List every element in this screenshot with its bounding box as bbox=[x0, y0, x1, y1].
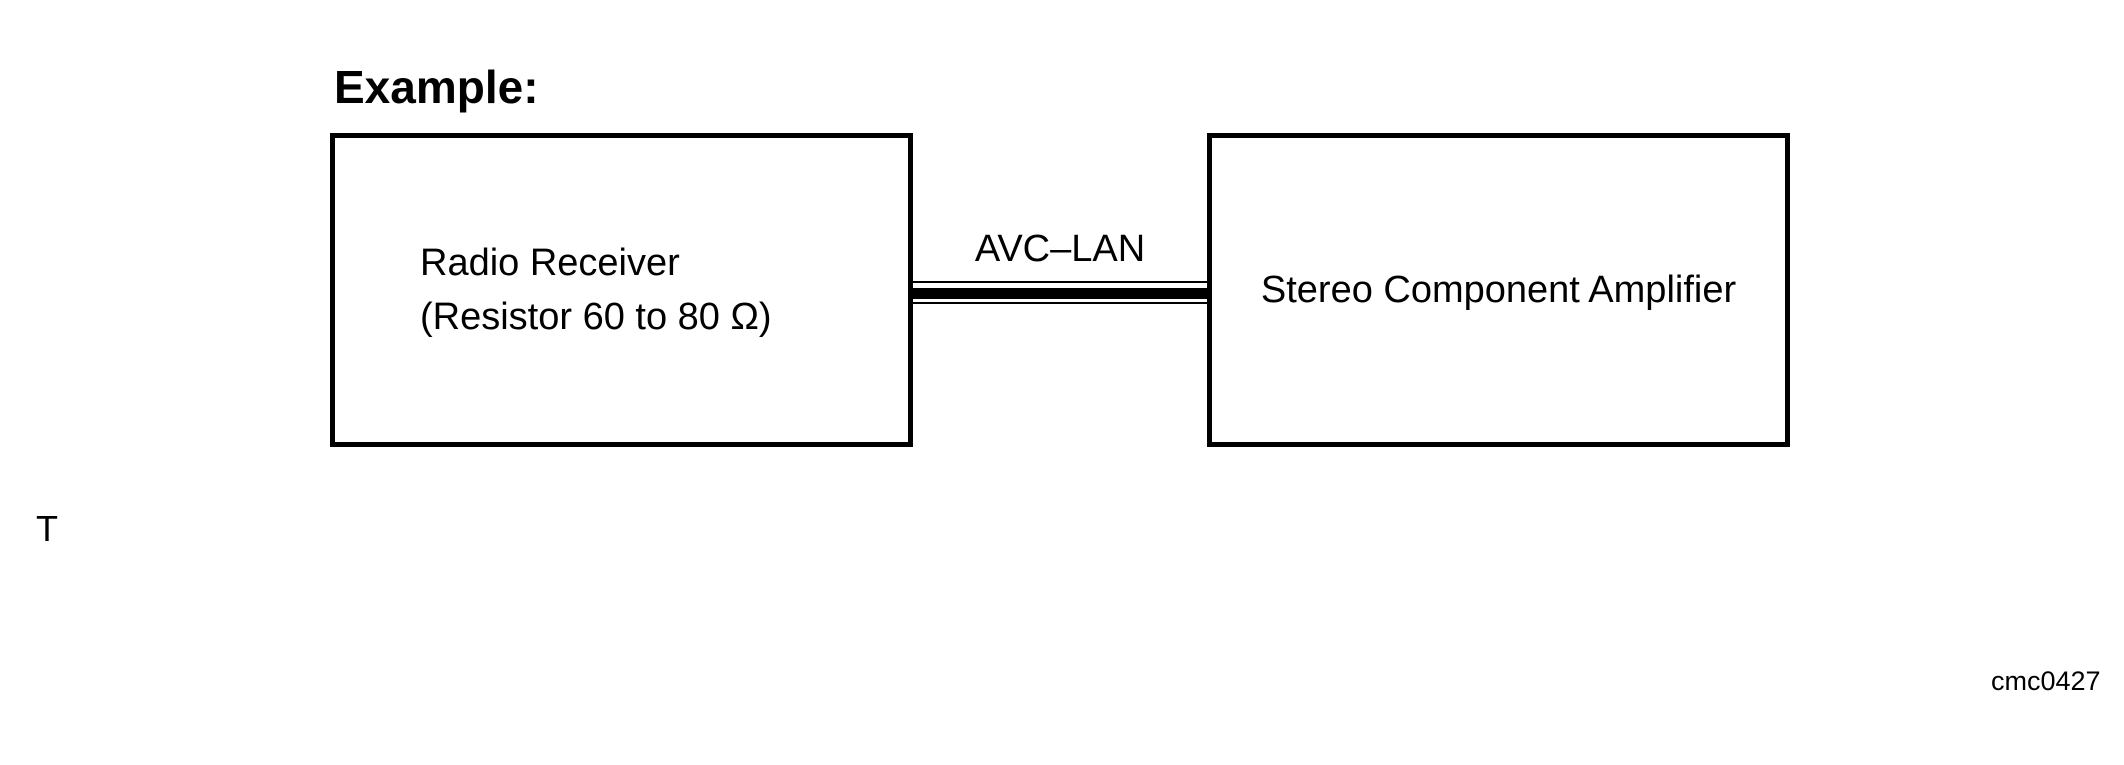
radio-receiver-label: Radio Receiver (Resistor 60 to 80 Ω) bbox=[335, 236, 772, 344]
bus-line-top bbox=[913, 281, 1207, 283]
radio-receiver-label-line1: Radio Receiver bbox=[420, 242, 680, 284]
radio-receiver-label-line2: (Resistor 60 to 80 Ω) bbox=[420, 296, 772, 338]
radio-receiver-box: Radio Receiver (Resistor 60 to 80 Ω) bbox=[330, 133, 913, 447]
bus-line-bottom bbox=[913, 302, 1207, 304]
bus-line-main bbox=[913, 288, 1207, 299]
figure-code: cmc0427 bbox=[1991, 666, 2101, 696]
stereo-amplifier-box: Stereo Component Amplifier bbox=[1207, 133, 1790, 447]
stereo-amplifier-label: Stereo Component Amplifier bbox=[1260, 269, 1737, 311]
example-heading: Example: bbox=[334, 61, 539, 113]
avc-lan-label: AVC–LAN bbox=[974, 228, 1146, 270]
stray-text-t: T bbox=[36, 508, 58, 549]
